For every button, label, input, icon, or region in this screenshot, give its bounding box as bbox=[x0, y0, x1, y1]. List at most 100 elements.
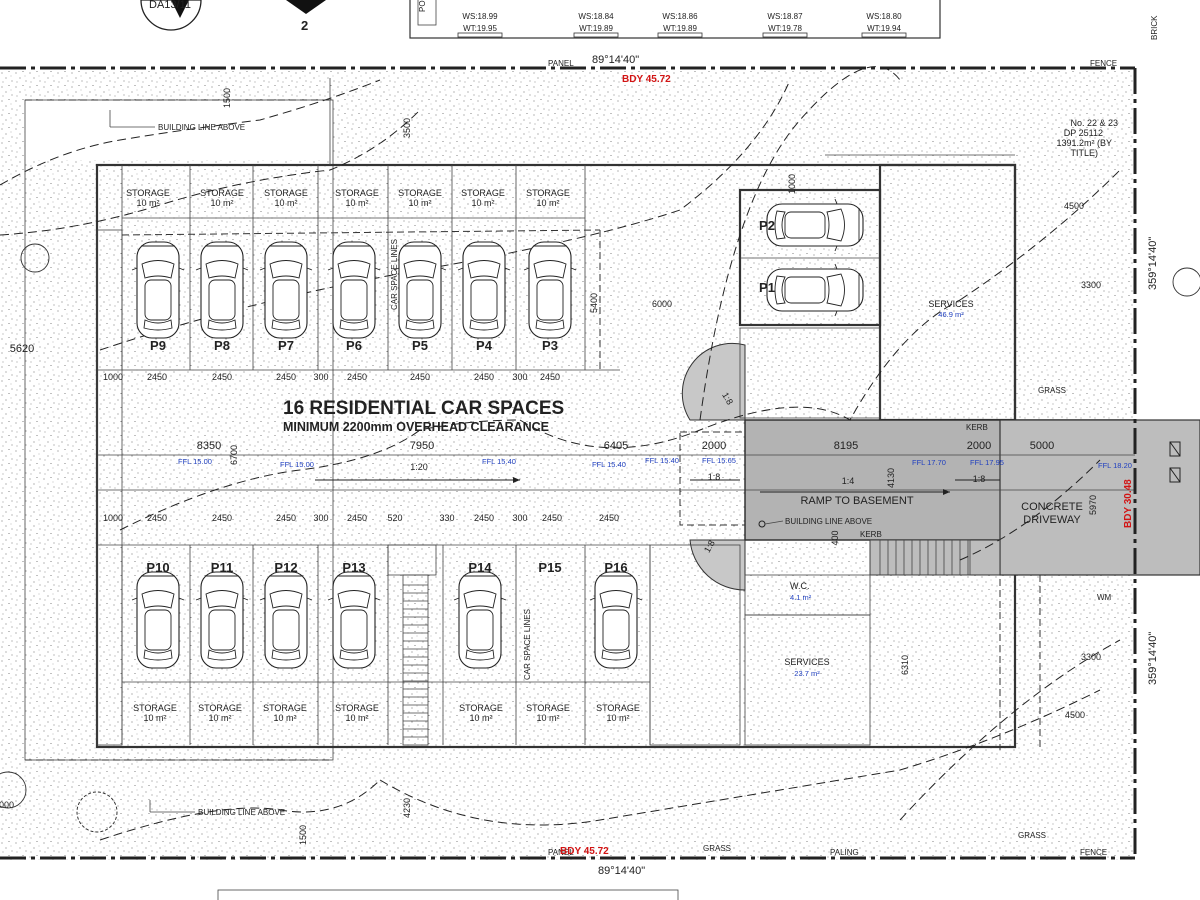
grass-label-bottom-right: GRASS bbox=[1018, 831, 1046, 840]
parking-space-p12 bbox=[259, 571, 313, 669]
concrete-driveway bbox=[999, 419, 1200, 576]
parking-space-label: P8 bbox=[214, 338, 230, 353]
dimension-label: 1500 bbox=[222, 88, 232, 108]
storage-area: 10 m² bbox=[536, 198, 559, 208]
bdy-top: BDY 45.72 bbox=[622, 74, 671, 85]
dimension-label: 3300 bbox=[1081, 280, 1101, 290]
dimension-label: 4130 bbox=[886, 468, 896, 488]
storage-label: STORAGE bbox=[596, 703, 640, 713]
services-b-area: 23.7 m² bbox=[794, 669, 820, 678]
building-line-ramp bbox=[679, 431, 746, 526]
parking-space-label: P15 bbox=[538, 560, 561, 575]
storage-label: STORAGE bbox=[264, 188, 308, 198]
ffl-level: FFL 15.40 bbox=[592, 460, 626, 469]
parking-space-p13 bbox=[327, 571, 381, 669]
car-icon bbox=[393, 241, 447, 339]
parking-space-label: P12 bbox=[274, 560, 297, 575]
dimension-label: 300 bbox=[313, 513, 328, 523]
dimension-label: 5620 bbox=[10, 343, 34, 355]
kerb-label-bottom: KERB bbox=[860, 530, 882, 539]
svg-text:DP 25112: DP 25112 bbox=[1064, 128, 1103, 138]
grass-label-right: GRASS bbox=[1038, 386, 1066, 395]
level-wt: WT:19.78 bbox=[768, 24, 802, 33]
parking-space-p11 bbox=[195, 571, 249, 669]
driveway-label-1: CONCRETE bbox=[1021, 501, 1083, 513]
parking-space-label: P7 bbox=[278, 338, 294, 353]
dimension-label: 2450 bbox=[474, 372, 494, 382]
parking-space-label: P10 bbox=[146, 560, 169, 575]
ffl-level: FFL 15.65 bbox=[702, 456, 736, 465]
dimension-label: 300 bbox=[313, 372, 328, 382]
parking-space-p3 bbox=[523, 241, 577, 339]
parking-space-label: P3 bbox=[542, 338, 558, 353]
car-icon bbox=[195, 241, 249, 339]
storage-label: STORAGE bbox=[335, 703, 379, 713]
parking-space-p14 bbox=[453, 571, 507, 669]
ffl-level: FFL 17.70 bbox=[912, 458, 946, 467]
level-ws: WS:18.87 bbox=[767, 12, 803, 21]
ramp-label: RAMP TO BASEMENT bbox=[800, 495, 913, 507]
car-space-lines-label-bottom: CAR SPACE LINES bbox=[523, 609, 532, 680]
ffl-level: FFL 17.95 bbox=[970, 458, 1004, 467]
dimension-label: 6000 bbox=[652, 299, 672, 309]
storage-area: 10 m² bbox=[536, 713, 559, 723]
car-icon bbox=[523, 241, 577, 339]
level-wt: WT:19.95 bbox=[463, 24, 497, 33]
dimension-label: 300 bbox=[512, 372, 527, 382]
driveway-edge-markers bbox=[1169, 441, 1181, 483]
wc-area: 4.1 m² bbox=[790, 593, 812, 602]
lot-info: No. 22 & 23 DP 25112 1391.2m² (BY TITLE) bbox=[1056, 118, 1118, 158]
parking-space-label: P9 bbox=[150, 338, 166, 353]
storage-label: STORAGE bbox=[459, 703, 503, 713]
services-b-label: SERVICES bbox=[784, 657, 829, 667]
dimension-label: 2450 bbox=[276, 513, 296, 523]
section-ref: DA13/11 bbox=[149, 0, 191, 11]
storage-label: STORAGE bbox=[126, 188, 170, 198]
parking-space-p7 bbox=[259, 241, 313, 339]
dimension-label: 8350 bbox=[197, 440, 221, 452]
dimension-label: 2450 bbox=[212, 372, 232, 382]
ramp-grade: 1:4 bbox=[842, 476, 855, 486]
storage-label: STORAGE bbox=[335, 188, 379, 198]
parking-space-label: P14 bbox=[468, 560, 492, 575]
car-icon bbox=[589, 571, 643, 669]
driveway-apron bbox=[869, 539, 1001, 576]
dimension-label: 400 bbox=[830, 530, 840, 545]
storage-area: 10 m² bbox=[273, 713, 296, 723]
storage-label: STORAGE bbox=[526, 188, 570, 198]
parking-space-p9 bbox=[131, 241, 185, 339]
parking-space-p8 bbox=[195, 241, 249, 339]
dimension-label: 2000 bbox=[702, 440, 726, 452]
level-ws: WS:18.86 bbox=[662, 12, 698, 21]
panel-label-bottom: PANEL bbox=[548, 848, 574, 857]
storage-label: STORAGE bbox=[398, 188, 442, 198]
parking-space-p5 bbox=[393, 241, 447, 339]
storage-area: 10 m² bbox=[345, 713, 368, 723]
building-line-label-top: BUILDING LINE ABOVE bbox=[158, 123, 245, 132]
storage-area: 10 m² bbox=[208, 713, 231, 723]
brick-label: BRICK bbox=[1150, 15, 1159, 40]
bearing-bottom: 89°14'40" bbox=[598, 865, 645, 877]
dimension-label: 1000 bbox=[787, 174, 797, 194]
bearing-top: 89°14'40" bbox=[592, 54, 639, 66]
storage-label: STORAGE bbox=[133, 703, 177, 713]
entry-steps bbox=[869, 539, 971, 576]
ffl-level: FFL 15.00 bbox=[280, 460, 314, 469]
car-space-lines-label-top: CAR SPACE LINES bbox=[390, 239, 399, 310]
parking-space-p2 bbox=[766, 198, 864, 252]
car-icon bbox=[766, 198, 864, 252]
parking-space-p16 bbox=[589, 571, 643, 669]
parking-space-label: P6 bbox=[346, 338, 362, 353]
transition-grade: 1:8 bbox=[973, 474, 986, 484]
curved-ramp-bottom bbox=[689, 539, 746, 591]
bdy-right: BDY 30.48 bbox=[1123, 479, 1134, 528]
dimension-label: 4500 bbox=[1064, 201, 1084, 211]
dimension-label: 300 bbox=[512, 513, 527, 523]
level-wt: WT:19.94 bbox=[867, 24, 901, 33]
fence-label-bottom: FENCE bbox=[1080, 848, 1107, 857]
level-wt: WT:19.89 bbox=[579, 24, 613, 33]
wc-label: W.C. bbox=[790, 581, 810, 591]
storage-area: 10 m² bbox=[345, 198, 368, 208]
side-parking-bay bbox=[738, 188, 882, 327]
